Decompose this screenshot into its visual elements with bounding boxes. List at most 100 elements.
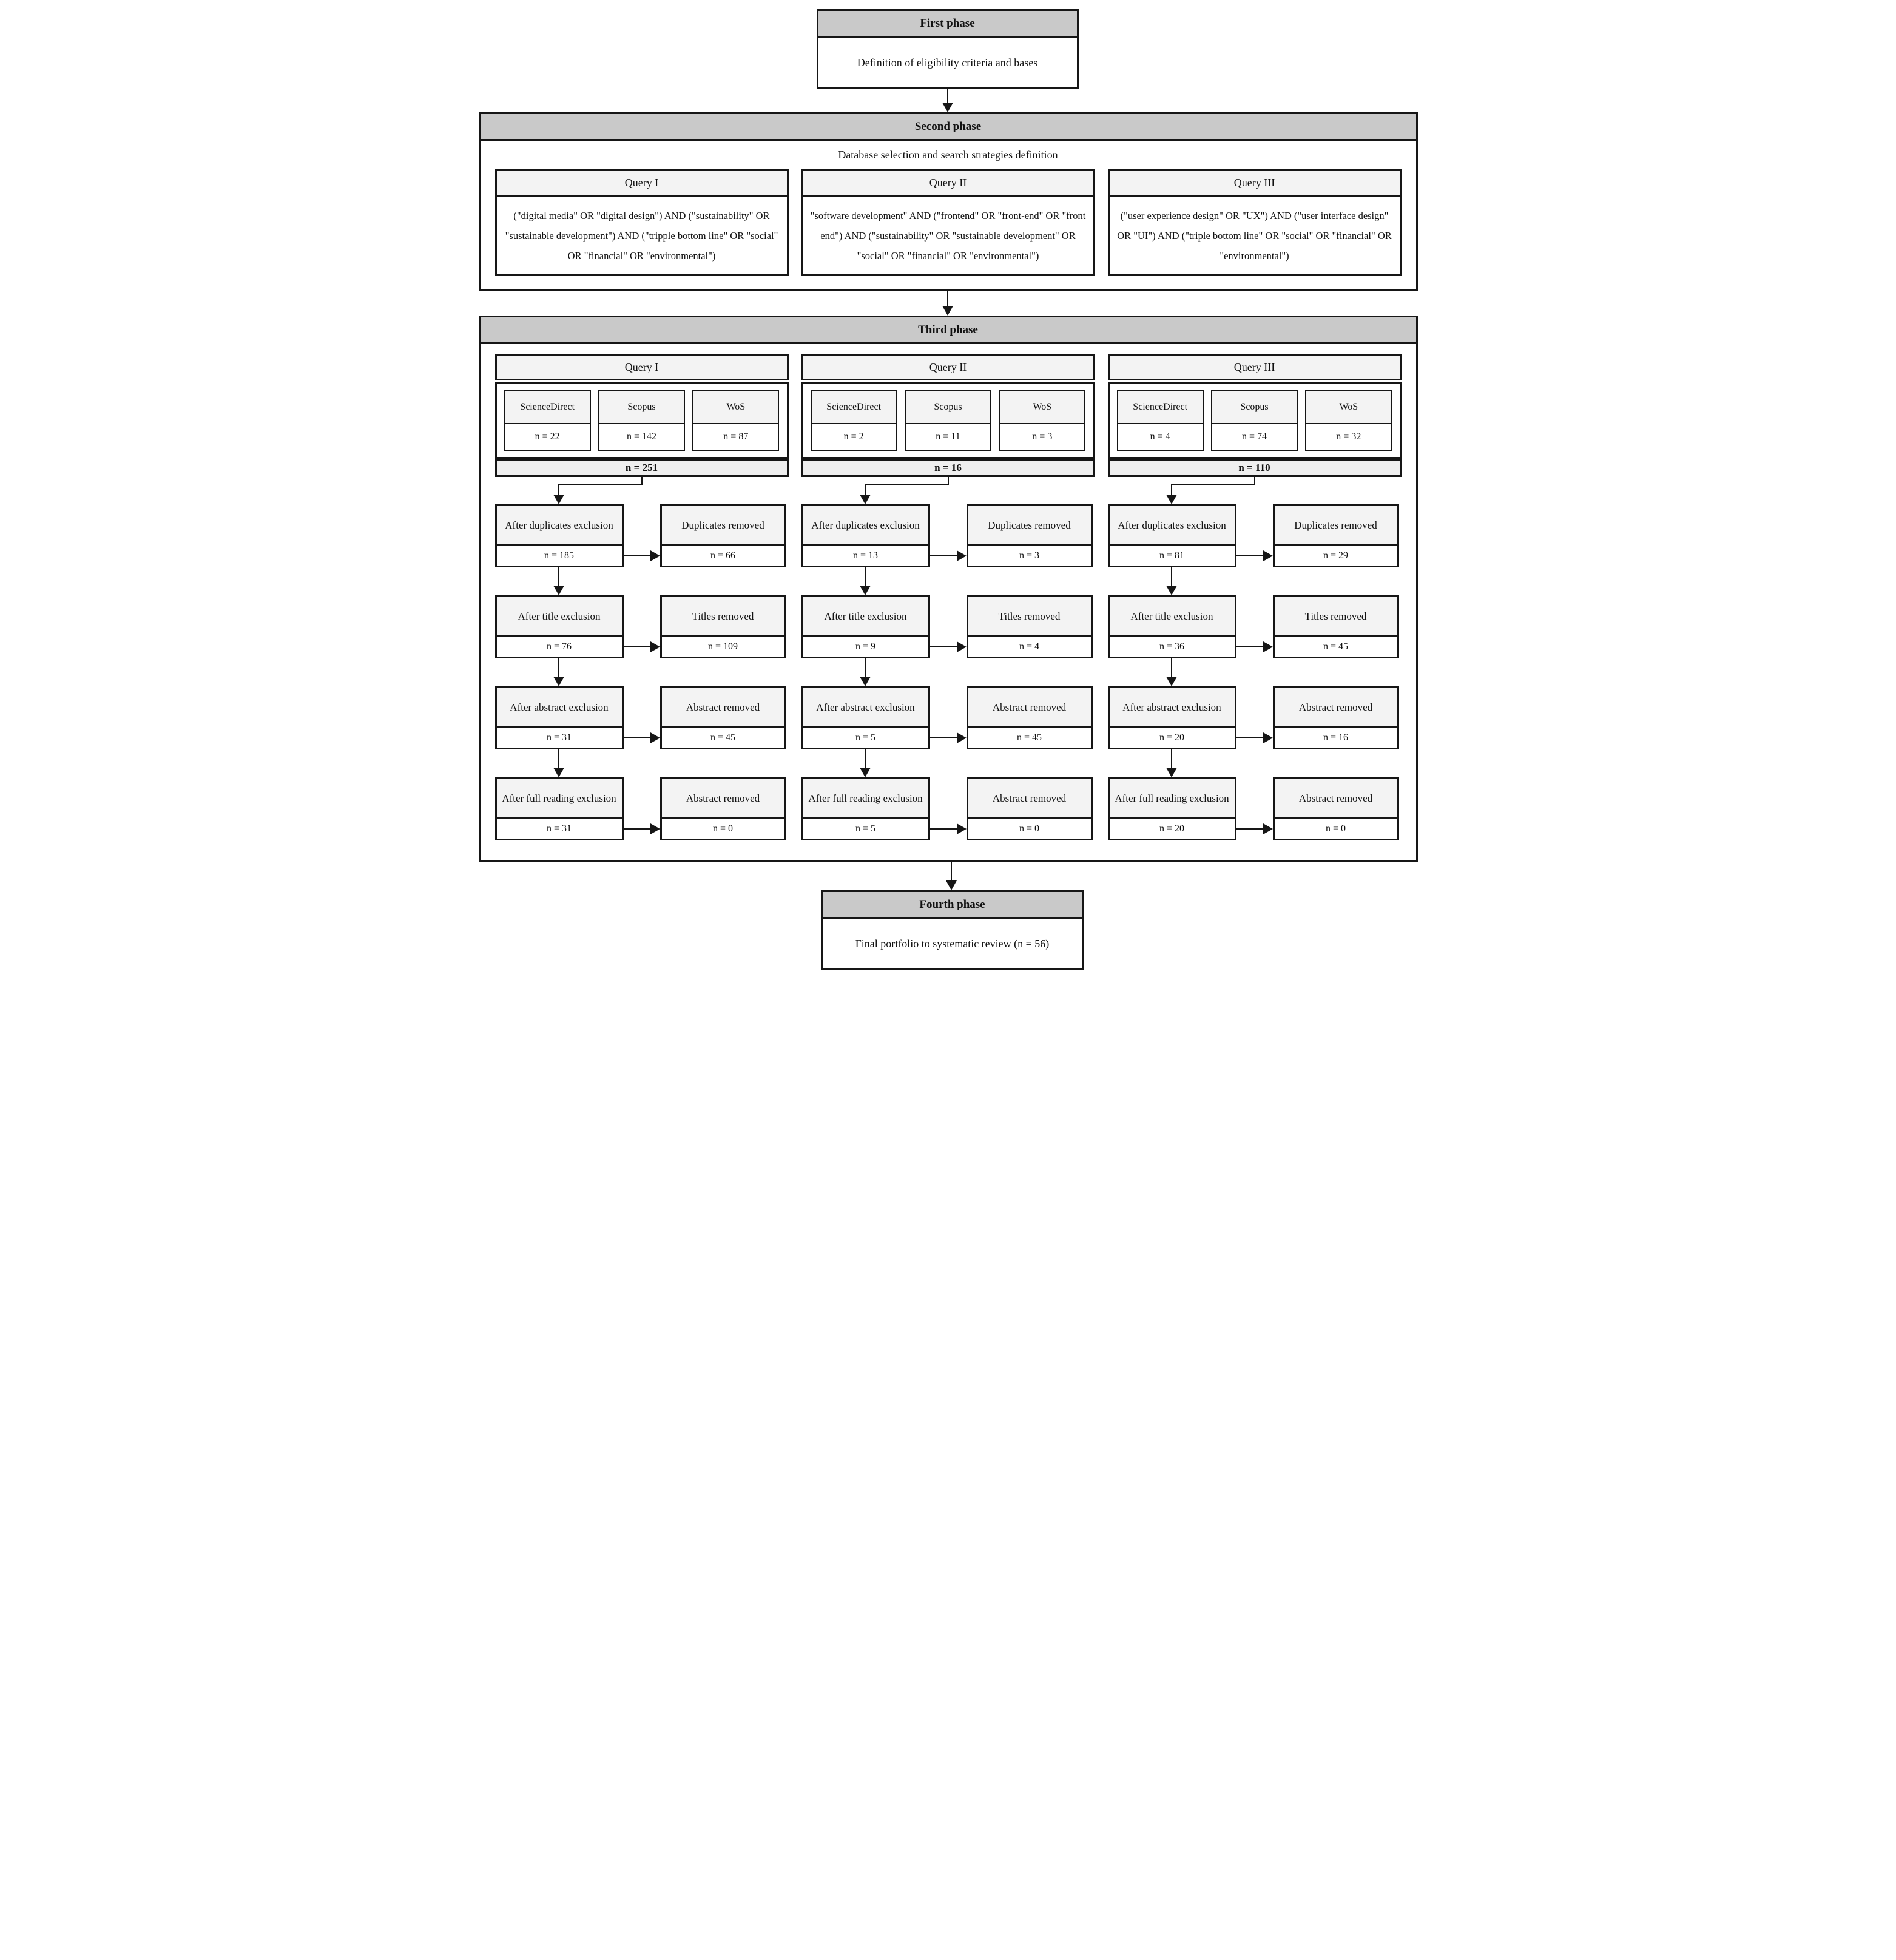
step-count: n = 20 [1159, 732, 1185, 743]
arrow-down-icon [945, 862, 957, 890]
abstract-row: After abstract exclusion n = 31 Abstract… [494, 686, 789, 749]
query-3-column: Query III ScienceDirect n = 4 Scopus n =… [1107, 354, 1402, 840]
removed-label: Abstract removed [1274, 779, 1397, 819]
abstract-row: After abstract exclusion n = 20 Abstract… [1107, 686, 1402, 749]
query-3-text: ("user experience design" OR "UX") AND (… [1117, 210, 1392, 262]
arrow-right-icon [1236, 550, 1273, 561]
removed-box: Abstract removed n = 45 [966, 686, 1093, 749]
elbow-connector-icon [1108, 477, 1402, 504]
db-box-wos: WoS n = 87 [692, 390, 780, 451]
removed-box: Abstract removed n = 0 [660, 777, 786, 840]
removed-label: Abstract removed [661, 688, 784, 728]
step-count: n = 5 [855, 732, 876, 743]
arrow-down-icon [859, 567, 871, 595]
step-box: After full reading exclusion n = 20 [1107, 777, 1236, 840]
step-box: After abstract exclusion n = 5 [801, 686, 930, 749]
screening-columns-row: Query I ScienceDirect n = 22 Scopus n = … [481, 344, 1416, 840]
elbow-connector-icon [801, 477, 1095, 504]
first-phase-box: First phase Definition of eligibility cr… [816, 9, 1079, 89]
full-reading-row: After full reading exclusion n = 31 Abst… [494, 777, 789, 840]
db-count: n = 22 [535, 431, 560, 442]
db-name: ScienceDirect [505, 391, 590, 424]
db-box-wos: WoS n = 32 [1305, 390, 1392, 451]
removed-count: n = 45 [710, 732, 736, 743]
db-box-scopus: Scopus n = 142 [598, 390, 686, 451]
duplicates-row: After duplicates exclusion n = 81 Duplic… [1107, 504, 1402, 567]
query-1-header: Query I [496, 171, 787, 197]
removed-count: n = 0 [1325, 823, 1346, 834]
step-label: After full reading exclusion [496, 779, 622, 819]
db-count: n = 32 [1336, 431, 1361, 442]
removed-count: n = 66 [710, 550, 736, 561]
query-2-column-header: Query II [801, 354, 1095, 380]
step-label: After duplicates exclusion [496, 506, 622, 546]
step-label: After abstract exclusion [803, 688, 928, 728]
step-label: After title exclusion [803, 597, 928, 637]
step-box: After duplicates exclusion n = 185 [494, 504, 624, 567]
arrow-right-icon [623, 550, 660, 561]
duplicates-row: After duplicates exclusion n = 13 Duplic… [801, 504, 1095, 567]
fourth-phase-box: Fourth phase Final portfolio to systemat… [821, 890, 1084, 970]
query-3-databases-box: ScienceDirect n = 4 Scopus n = 74 WoS n … [1107, 382, 1402, 459]
arrow-right-icon [929, 550, 967, 561]
duplicates-row: After duplicates exclusion n = 185 Dupli… [494, 504, 789, 567]
arrow-right-icon [623, 732, 660, 743]
arrow-right-icon [623, 641, 660, 652]
step-box: After duplicates exclusion n = 13 [801, 504, 930, 567]
query-1-databases-box: ScienceDirect n = 22 Scopus n = 142 WoS … [494, 382, 789, 459]
removed-count: n = 0 [712, 823, 734, 834]
db-name: Scopus [905, 391, 991, 424]
removed-box: Duplicates removed n = 66 [660, 504, 786, 567]
removed-box: Abstract removed n = 0 [966, 777, 1093, 840]
step-count: n = 31 [546, 823, 572, 834]
query-2-text: "software development" AND ("frontend" O… [810, 210, 1086, 262]
db-box-sciencedirect: ScienceDirect n = 22 [504, 390, 591, 451]
step-box: After title exclusion n = 9 [801, 595, 930, 658]
query-2-definition-box: Query II "software development" AND ("fr… [801, 169, 1095, 276]
step-label: After duplicates exclusion [1109, 506, 1235, 546]
db-count: n = 74 [1241, 431, 1267, 442]
db-name: WoS [1306, 391, 1391, 424]
third-phase-box: Third phase Query I ScienceDirect n = 22… [478, 316, 1418, 862]
db-count: n = 2 [843, 431, 864, 442]
step-box: After abstract exclusion n = 31 [494, 686, 624, 749]
query-3-column-header: Query III [1107, 354, 1402, 380]
removed-label: Abstract removed [661, 779, 784, 819]
elbow-connector-icon [495, 477, 789, 504]
removed-label: Abstract removed [968, 688, 1091, 728]
arrow-right-icon [929, 641, 967, 652]
step-label: After abstract exclusion [496, 688, 622, 728]
removed-label: Duplicates removed [661, 506, 784, 546]
removed-count: n = 45 [1323, 641, 1349, 652]
full-reading-row: After full reading exclusion n = 20 Abst… [1107, 777, 1402, 840]
second-phase-header: Second phase [480, 114, 1416, 141]
arrow-right-icon [1236, 732, 1273, 743]
removed-label: Titles removed [968, 597, 1091, 637]
second-phase-box: Second phase Database selection and sear… [478, 112, 1418, 291]
systematic-review-flowchart: First phase Definition of eligibility cr… [474, 0, 1422, 978]
query-2-header: Query II [803, 171, 1093, 197]
query-3-header: Query III [1109, 171, 1400, 197]
second-phase-subtitle: Database selection and search strategies… [838, 149, 1058, 161]
removed-box: Titles removed n = 109 [660, 595, 786, 658]
db-box-sciencedirect: ScienceDirect n = 4 [1116, 390, 1204, 451]
query-3-definition-box: Query III ("user experience design" OR "… [1107, 169, 1402, 276]
fourth-phase-body: Final portfolio to systematic review (n … [855, 937, 1050, 950]
db-box-wos: WoS n = 3 [999, 390, 1086, 451]
step-box: After duplicates exclusion n = 81 [1107, 504, 1236, 567]
arrow-down-icon [1166, 749, 1177, 777]
removed-box: Abstract removed n = 0 [1272, 777, 1399, 840]
arrow-down-icon [942, 291, 953, 316]
db-name: WoS [1000, 391, 1085, 424]
db-box-scopus: Scopus n = 11 [904, 390, 992, 451]
removed-box: Titles removed n = 45 [1272, 595, 1399, 658]
step-box: After title exclusion n = 76 [494, 595, 624, 658]
removed-label: Titles removed [1274, 597, 1397, 637]
db-name: Scopus [1212, 391, 1297, 424]
step-label: After duplicates exclusion [803, 506, 928, 546]
db-count: n = 11 [936, 431, 960, 442]
step-count: n = 185 [544, 550, 575, 561]
removed-count: n = 109 [707, 641, 738, 652]
removed-label: Abstract removed [1274, 688, 1397, 728]
arrow-down-icon [553, 658, 564, 686]
